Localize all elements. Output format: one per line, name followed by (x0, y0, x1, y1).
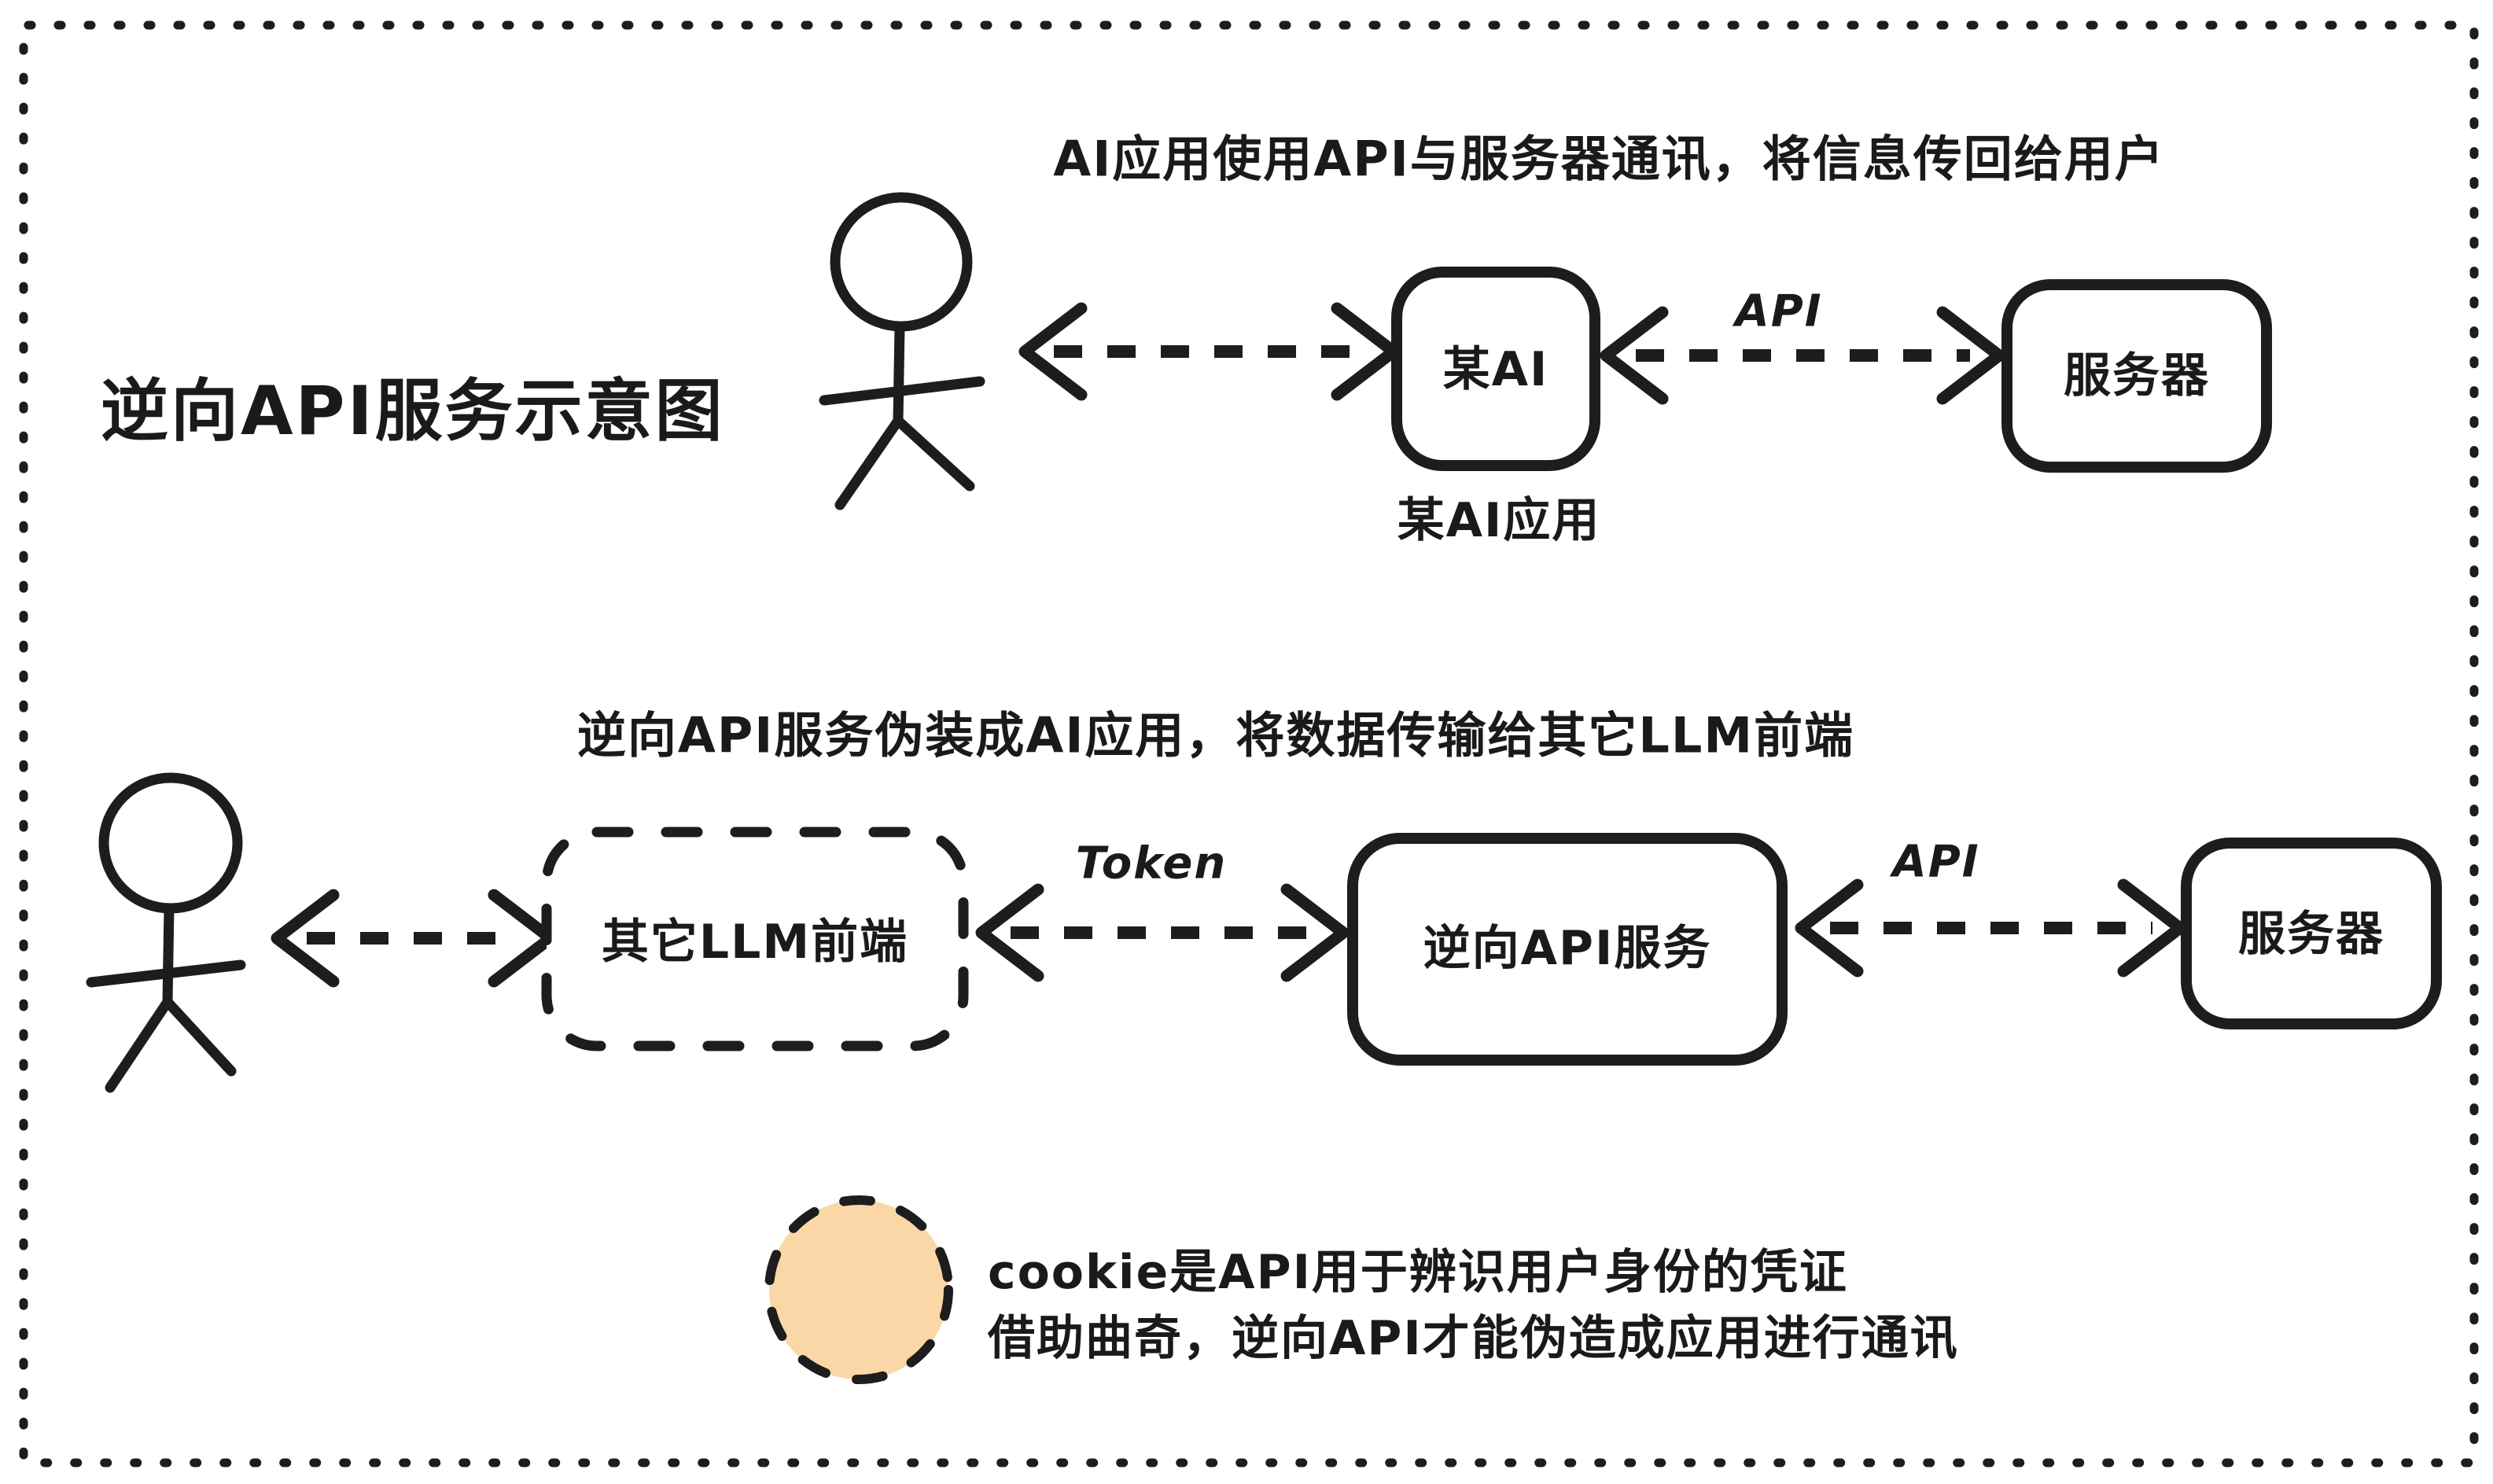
arrowhead-left-icon (1018, 302, 1088, 401)
ai-app-box-label: 某AI (1443, 342, 1549, 397)
arrow-frontend-service (975, 883, 1350, 982)
user1-arms (819, 376, 985, 406)
token-label: Token (1076, 838, 1228, 889)
cookie-circle (764, 1195, 953, 1384)
arrowhead-right-icon (1936, 306, 2005, 405)
user1-body (893, 321, 905, 426)
reverse-api-box-label: 逆向API服务 (1423, 921, 1712, 976)
reverse-api-box (1347, 833, 1788, 1066)
llm-frontend-box-label: 其它LLM前端 (602, 915, 908, 970)
diagram-title: 逆向API服务示意图 (101, 372, 725, 451)
arrow-service-server (1795, 878, 2186, 978)
user2-head (98, 772, 243, 914)
server-box-1 (2001, 279, 2272, 473)
row2-caption: 逆向API服务伪装成AI应用，将数据传输给其它LLM前端 (577, 707, 1854, 764)
arrowhead-left-icon (975, 883, 1044, 982)
arrow-ai-server (1600, 306, 2005, 405)
api-label-1: API (1732, 286, 1822, 337)
server-box-2-label: 服务器 (2238, 907, 2384, 962)
user2-arms (86, 959, 246, 988)
stick-figure-user-2 (86, 772, 246, 1093)
user1-head (830, 192, 973, 332)
arrowhead-right-icon (2117, 878, 2186, 978)
user2-legs (105, 996, 237, 1093)
cookie-note-line2: 借助曲奇，逆向API才能伪造成应用进行通讯 (987, 1311, 1959, 1366)
user1-legs (834, 415, 975, 510)
cookie-note-line1: cookie是API用于辨识用户身份的凭证 (988, 1245, 1848, 1300)
arrow-user-frontend (271, 889, 557, 988)
ai-app-box (1391, 267, 1600, 471)
arrowhead-left-icon (271, 889, 340, 988)
stick-figure-user-1 (819, 192, 985, 510)
arrow-user-ai (1018, 302, 1400, 401)
arrowhead-right-icon (1280, 883, 1350, 982)
server-box-2 (2181, 838, 2442, 1029)
api-label-2: API (1889, 837, 1979, 888)
arrowhead-left-icon (1600, 306, 1669, 405)
arrowhead-left-icon (1795, 878, 1864, 978)
row1-caption: AI应用使用API与服务器通讯，将信息传回给用户 (1053, 131, 2165, 188)
server-box-1-label: 服务器 (2064, 348, 2210, 403)
llm-frontend-box (541, 827, 969, 1051)
user2-body (162, 903, 175, 1007)
ai-app-caption: 某AI应用 (1397, 493, 1601, 548)
